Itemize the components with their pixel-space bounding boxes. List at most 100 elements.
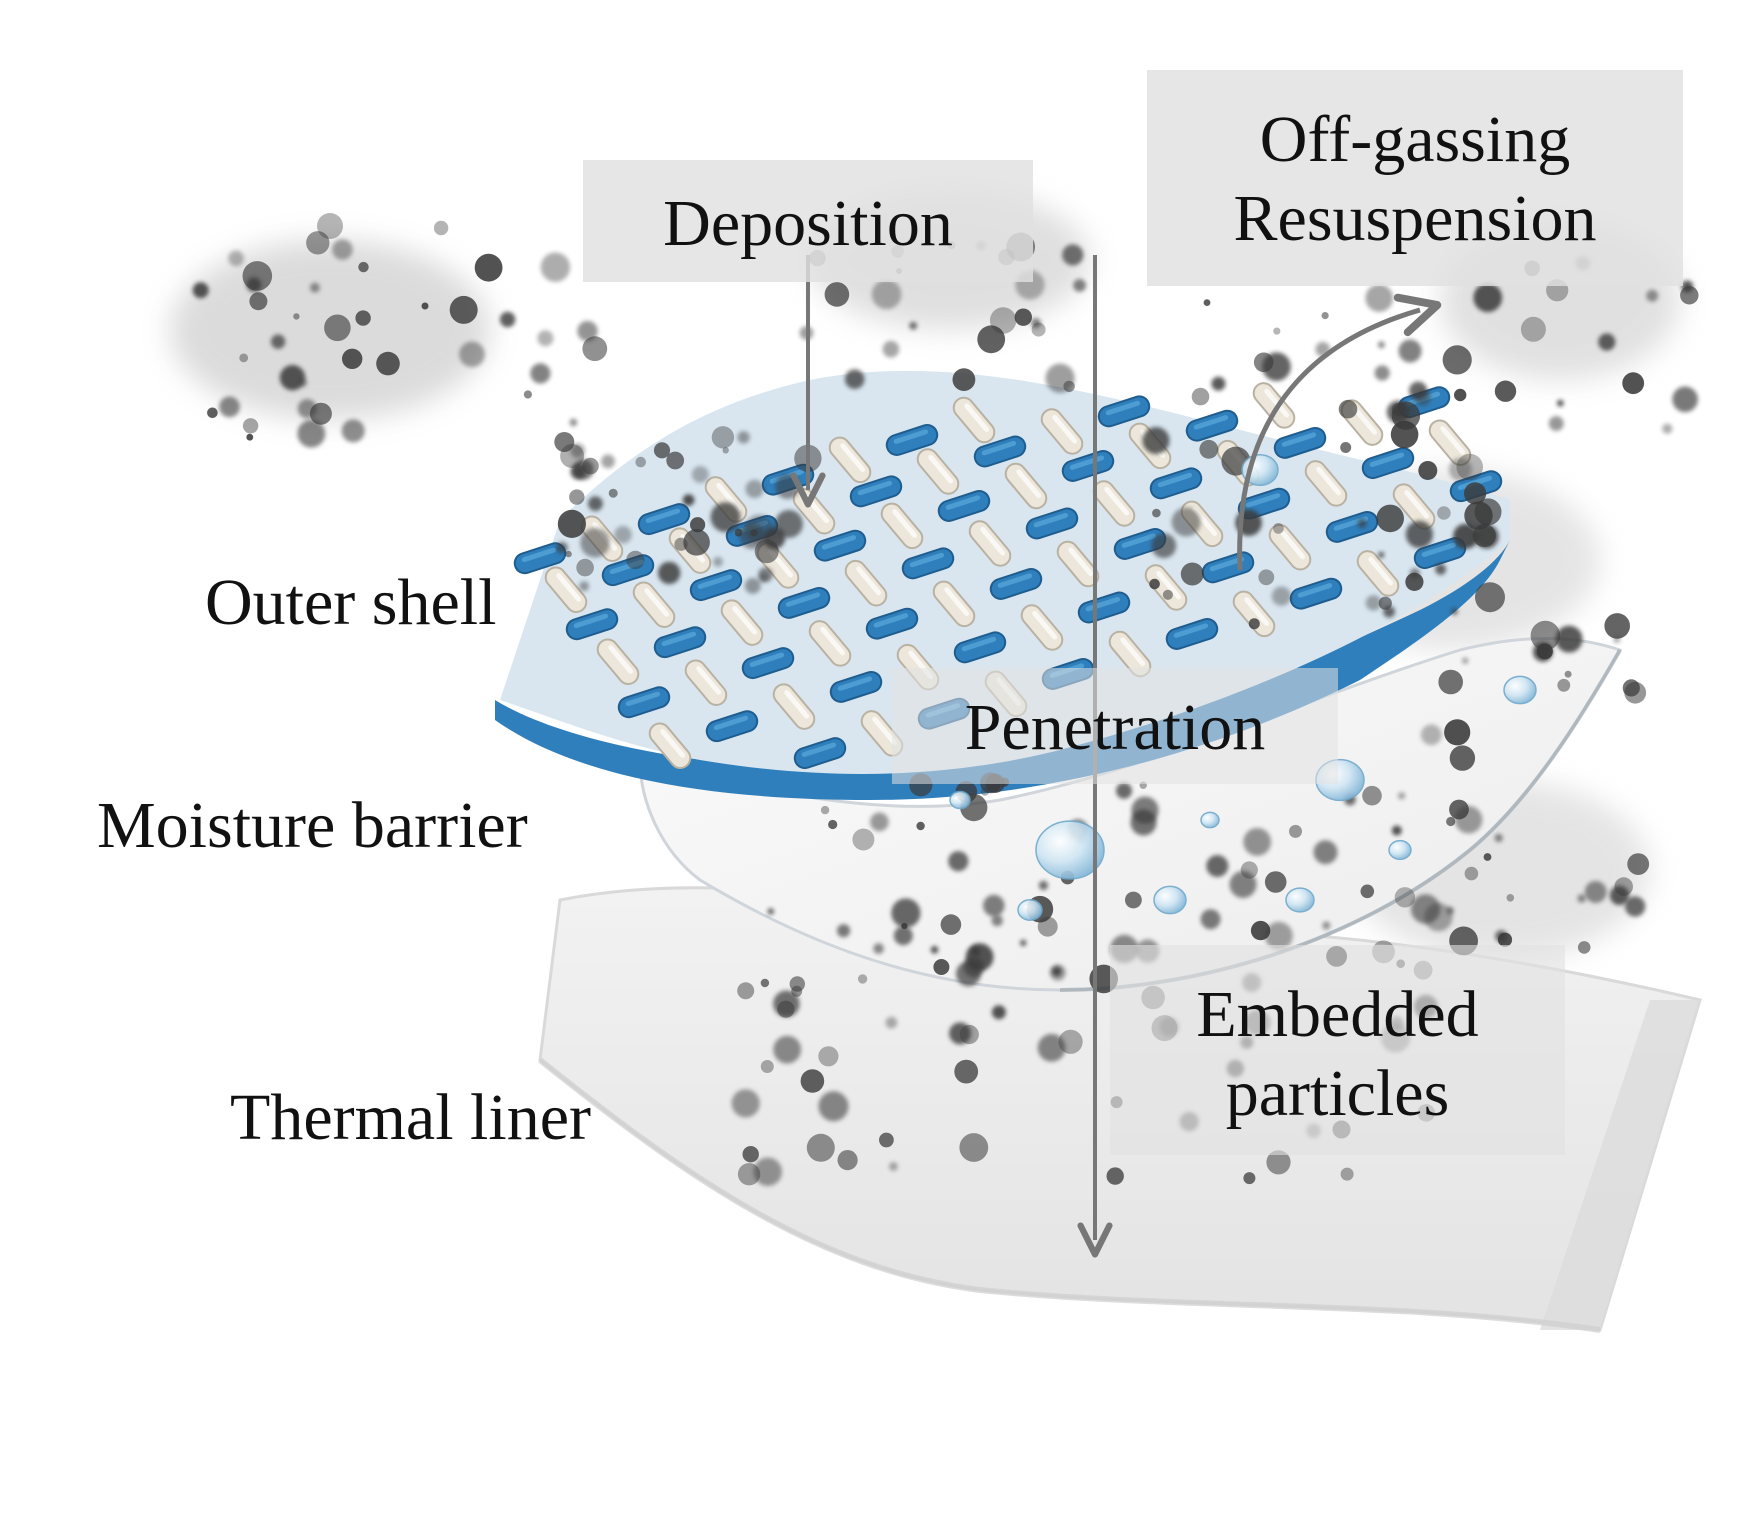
soot-particle [1250, 920, 1271, 941]
soot-particle [852, 828, 875, 851]
thermal-liner-label: Thermal liner [230, 1081, 592, 1154]
yarn-highlight [1209, 556, 1245, 572]
yarn-highlight [556, 573, 582, 602]
white-yarn [1092, 480, 1136, 527]
yarn-highlight [1156, 570, 1182, 600]
soot-particle [759, 573, 769, 583]
soot-particle [577, 320, 598, 342]
soot-particle [1191, 387, 1210, 406]
yarn-highlight [1016, 469, 1042, 499]
soot-particle [1378, 551, 1385, 558]
soot-particle [1394, 887, 1416, 908]
soot-particle [1116, 782, 1132, 799]
soot-particle [1383, 605, 1395, 618]
soot-particle [658, 561, 681, 585]
soot-particle [1273, 523, 1284, 534]
white-yarn [1020, 604, 1064, 651]
soot-particle [1264, 921, 1293, 950]
soot-particle [948, 851, 969, 872]
soot-particle [909, 321, 918, 330]
white-yarn [1144, 564, 1188, 611]
soot-particle [1577, 894, 1586, 903]
soot-particle [956, 961, 981, 987]
soot-particle [523, 390, 533, 399]
soot-particle [1444, 719, 1471, 746]
soot-particle [745, 479, 764, 499]
soot-particle [1494, 380, 1517, 402]
soot-particle [737, 982, 755, 1000]
yarn-highlight [892, 509, 918, 538]
moisture-barrier-label: Moisture barrier [97, 789, 528, 862]
yarn-highlight [837, 676, 873, 691]
soot-particle [1450, 608, 1458, 615]
soot-particle [1374, 365, 1390, 381]
yarn-highlight [801, 742, 837, 757]
white-yarn [916, 448, 960, 495]
soot-particle [242, 418, 259, 434]
yarn-highlight [625, 691, 661, 707]
soot-particle [1464, 866, 1479, 881]
soot-particle [844, 369, 865, 390]
soot-particle [1409, 381, 1428, 400]
soot-particle [775, 474, 800, 499]
soot-particle [683, 529, 710, 556]
soot-particle [891, 898, 921, 928]
yarn-highlight [1032, 610, 1058, 640]
soot-particle [873, 943, 884, 954]
soot-particle [1248, 618, 1260, 630]
soot-particle [871, 279, 902, 310]
soot-particle [828, 819, 838, 830]
yarn-highlight [980, 526, 1006, 556]
soot-particle [588, 496, 603, 511]
soot-particle [1125, 891, 1142, 909]
soot-particle [1229, 871, 1257, 898]
yarn-highlight [1120, 637, 1146, 667]
soot-particle [1211, 376, 1226, 391]
soot-particle [1420, 724, 1442, 746]
white-yarn [1356, 550, 1400, 597]
soot-particle [1271, 586, 1292, 606]
soot-particle [1365, 284, 1393, 312]
soot-particle [1473, 283, 1503, 313]
yarn-highlight [785, 592, 821, 607]
soot-particle [1548, 416, 1564, 431]
soot-particle [837, 1150, 858, 1171]
soot-particle [882, 340, 900, 358]
yarn-highlight [573, 613, 609, 629]
white-yarn [772, 683, 816, 730]
soot-particle [1340, 442, 1352, 453]
penetration-label-box: Penetration [892, 668, 1338, 784]
soot-particle [750, 529, 758, 537]
offgassing-arrow [1237, 293, 1442, 571]
yarn-highlight [961, 636, 997, 652]
soot-particle [626, 550, 645, 570]
soot-particle [818, 1091, 849, 1122]
soot-particle [1106, 1167, 1124, 1185]
soot-particle [1609, 885, 1630, 906]
soot-particle [933, 959, 950, 975]
soot-particle [582, 336, 608, 362]
soot-particle [773, 1035, 802, 1064]
soot-particle [1437, 506, 1451, 520]
soot-particle [565, 550, 572, 558]
soot-particle [1180, 562, 1204, 586]
soot-particle [474, 253, 503, 282]
soot-particle [1062, 244, 1084, 266]
soot-particle [207, 407, 218, 419]
soot-particle [1031, 318, 1041, 329]
soot-particle [1162, 589, 1173, 600]
soot-particle [1454, 388, 1467, 402]
soot-particle [777, 1000, 795, 1018]
soot-particle [1258, 569, 1275, 586]
soot-particle [885, 1016, 898, 1029]
yarn-highlight [840, 443, 866, 472]
yarn-highlight [696, 666, 722, 695]
yarn-highlight [697, 574, 733, 589]
soot-particle [710, 502, 741, 533]
soot-particle [1199, 439, 1219, 459]
soot-particle [1206, 855, 1229, 877]
yarn-highlight [964, 403, 990, 433]
soot-particle [1662, 423, 1673, 434]
soot-particle [341, 419, 365, 443]
soot-particle [1398, 339, 1422, 363]
